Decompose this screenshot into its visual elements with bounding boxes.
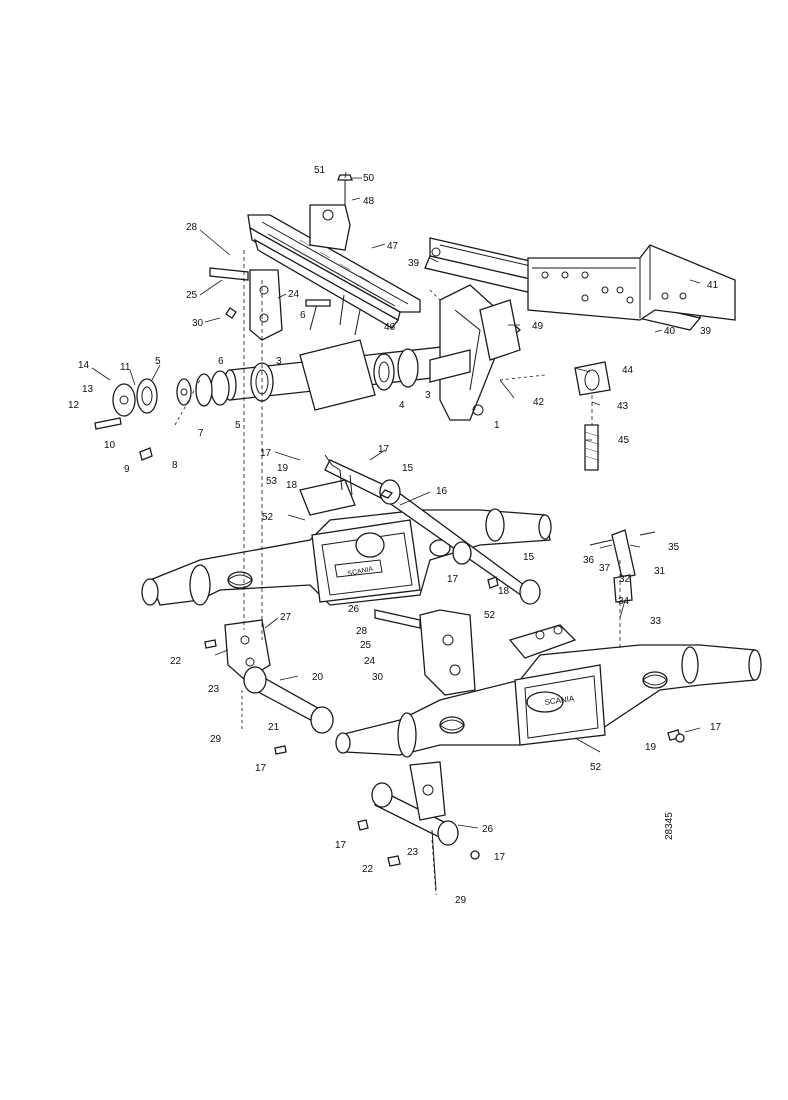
callout-29: 29 — [210, 734, 222, 745]
callout-19: 19 — [277, 463, 289, 474]
callout-14: 14 — [78, 360, 90, 371]
callout-37: 37 — [599, 563, 611, 574]
callout-45: 45 — [618, 435, 630, 446]
callout-30: 30 — [192, 318, 204, 329]
callout-29-lower: 29 — [455, 895, 467, 906]
callout-35: 35 — [668, 542, 680, 553]
callout-13: 13 — [82, 384, 94, 395]
callout-36: 36 — [583, 555, 595, 566]
callout-7: 7 — [198, 428, 204, 439]
callout-5-lower: 5 — [235, 420, 241, 431]
callout-4: 4 — [399, 400, 405, 411]
callout-27: 27 — [280, 612, 292, 623]
callout-28-lower: 28 — [356, 626, 368, 637]
assembly-guide-lines — [174, 250, 621, 896]
callout-6-left: 6 — [218, 356, 224, 367]
callout-47: 47 — [387, 241, 399, 252]
callout-17-top: 17 — [260, 448, 272, 459]
callout-33: 33 — [650, 616, 662, 627]
callout-25: 25 — [186, 290, 198, 301]
callout-50: 50 — [363, 173, 375, 184]
callout-6: 6 — [300, 310, 306, 321]
callout-52-upper: 52 — [262, 512, 274, 523]
callout-19-lower: 19 — [645, 742, 657, 753]
callout-10: 10 — [104, 440, 116, 451]
leaf-spring — [247, 214, 421, 329]
spring-seat-right — [574, 361, 611, 471]
axle-badge-lower: SCANIA — [544, 694, 575, 707]
callout-22: 22 — [170, 656, 182, 667]
callout-17-top-right: 17 — [378, 444, 390, 455]
callout-41: 41 — [707, 280, 719, 291]
callout-17-lower-right: 17 — [494, 852, 506, 863]
callout-5: 5 — [155, 356, 161, 367]
spring-clamp-top — [309, 174, 353, 251]
rear-axle-upper — [141, 508, 552, 606]
callout-49: 49 — [532, 321, 544, 332]
callout-42: 42 — [533, 397, 545, 408]
callout-numbers: 51 50 48 28 47 39 25 24 30 6 46 49 41 40… — [68, 165, 722, 906]
callout-32: 32 — [619, 574, 631, 585]
torque-rod-lower-left — [243, 666, 334, 734]
callout-26: 26 — [348, 604, 360, 615]
callout-24: 24 — [288, 289, 300, 300]
callout-11: 11 — [120, 362, 131, 373]
callout-28: 28 — [186, 222, 198, 233]
callout-20: 20 — [312, 672, 324, 683]
callout-25-lower: 25 — [360, 640, 372, 651]
hanger-bracket-left — [209, 267, 283, 341]
small-hardware — [94, 307, 685, 867]
callout-30-lower: 30 — [372, 672, 384, 683]
brake-lever — [589, 529, 656, 603]
callout-40: 40 — [664, 326, 676, 337]
callout-leaders — [91, 171, 701, 829]
callout-3: 3 — [276, 356, 282, 367]
callout-43: 43 — [617, 401, 629, 412]
callout-39-right: 39 — [700, 326, 712, 337]
callout-1: 1 — [494, 420, 500, 431]
callout-18-lower: 18 — [498, 586, 510, 597]
callout-23-lower: 23 — [407, 847, 419, 858]
callout-15: 15 — [402, 463, 414, 474]
figure-reference-number: 28345 — [664, 812, 675, 840]
callout-52-mid: 52 — [484, 610, 496, 621]
spring-seat — [299, 294, 376, 411]
hanger-bracket-lower-front — [409, 761, 446, 891]
callout-12: 12 — [68, 400, 80, 411]
callout-26-lower: 26 — [482, 824, 494, 835]
bushing-set — [112, 348, 419, 417]
upper-axle-fittings — [299, 469, 356, 516]
callout-48: 48 — [363, 196, 375, 207]
callout-16: 16 — [436, 486, 448, 497]
mounting-bracket-right — [527, 244, 736, 321]
callout-52-lower: 52 — [590, 762, 602, 773]
callout-24-lower: 24 — [364, 656, 376, 667]
callout-31: 31 — [654, 566, 666, 577]
trunnion-bracket — [429, 284, 522, 421]
lower-axle-fittings — [508, 624, 577, 659]
callout-17-left: 17 — [255, 763, 267, 774]
callout-46: 46 — [384, 322, 396, 333]
callout-18: 18 — [286, 480, 298, 491]
callout-51: 51 — [314, 165, 326, 176]
callout-22-lower: 22 — [362, 864, 374, 875]
rear-axle-lower — [335, 644, 762, 758]
callout-34: 34 — [618, 596, 630, 607]
callout-8: 8 — [172, 460, 178, 471]
callout-17-mid: 17 — [447, 574, 459, 585]
callout-53: 53 — [266, 476, 278, 487]
callout-17-right: 17 — [710, 722, 722, 733]
callout-23: 23 — [208, 684, 220, 695]
callout-17-lower-left: 17 — [335, 840, 347, 851]
callout-15-lower: 15 — [523, 552, 535, 563]
hanger-bracket-center — [374, 609, 476, 696]
callout-21: 21 — [268, 722, 280, 733]
torque-rod-upper — [324, 454, 541, 605]
callout-3-right: 3 — [425, 390, 431, 401]
callout-39: 39 — [408, 258, 420, 269]
callout-44: 44 — [622, 365, 634, 376]
callout-9: 9 — [124, 464, 130, 475]
